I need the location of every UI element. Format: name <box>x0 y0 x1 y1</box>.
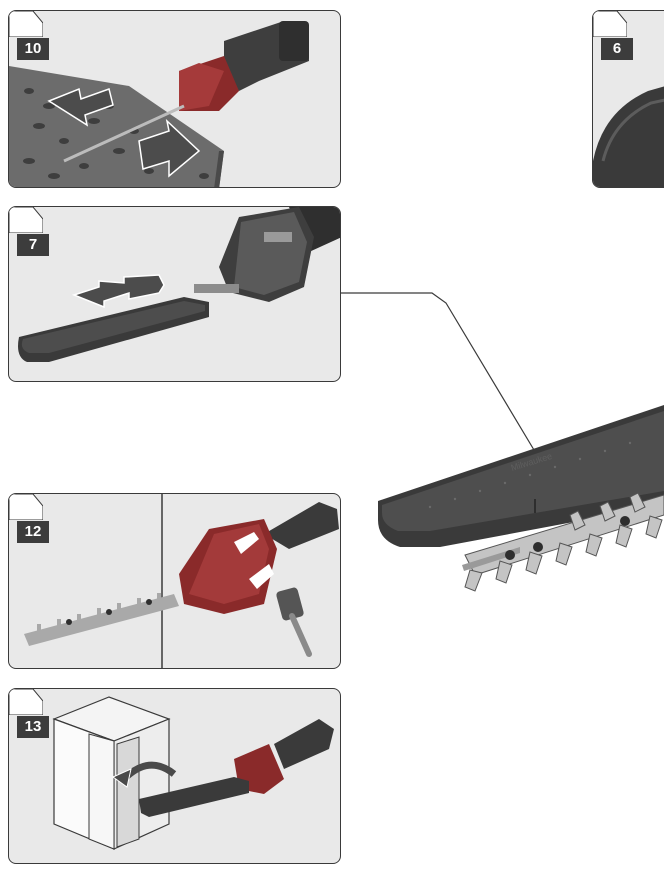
step-number: 12 <box>17 521 49 543</box>
step-number: 7 <box>17 234 49 256</box>
step-6-panel: 6 <box>592 10 664 188</box>
cleaning-with-brush-illustration <box>24 494 339 668</box>
blade-cover-detail-illustration: Milwaukee <box>378 405 664 592</box>
page-corner-icon <box>9 689 43 715</box>
page-corner-icon <box>593 11 627 37</box>
blade-detail-illustration <box>593 86 664 187</box>
blade-cover-removal-illustration <box>18 207 340 362</box>
hedge-trimmer-on-hedge-illustration <box>9 21 309 187</box>
step-13-panel: 13 <box>8 688 341 864</box>
step-number: 13 <box>17 716 49 738</box>
step-7-panel: 7 <box>8 206 341 382</box>
page-corner-icon <box>9 207 43 233</box>
page-corner-icon <box>9 494 43 520</box>
page-corner-icon <box>9 11 43 37</box>
step-12-panel: 12 <box>8 493 341 669</box>
storage-cabinet-illustration <box>52 696 334 850</box>
step-number: 6 <box>601 38 633 60</box>
step-10-panel: 10 <box>8 10 341 188</box>
step-number: 10 <box>17 38 49 60</box>
